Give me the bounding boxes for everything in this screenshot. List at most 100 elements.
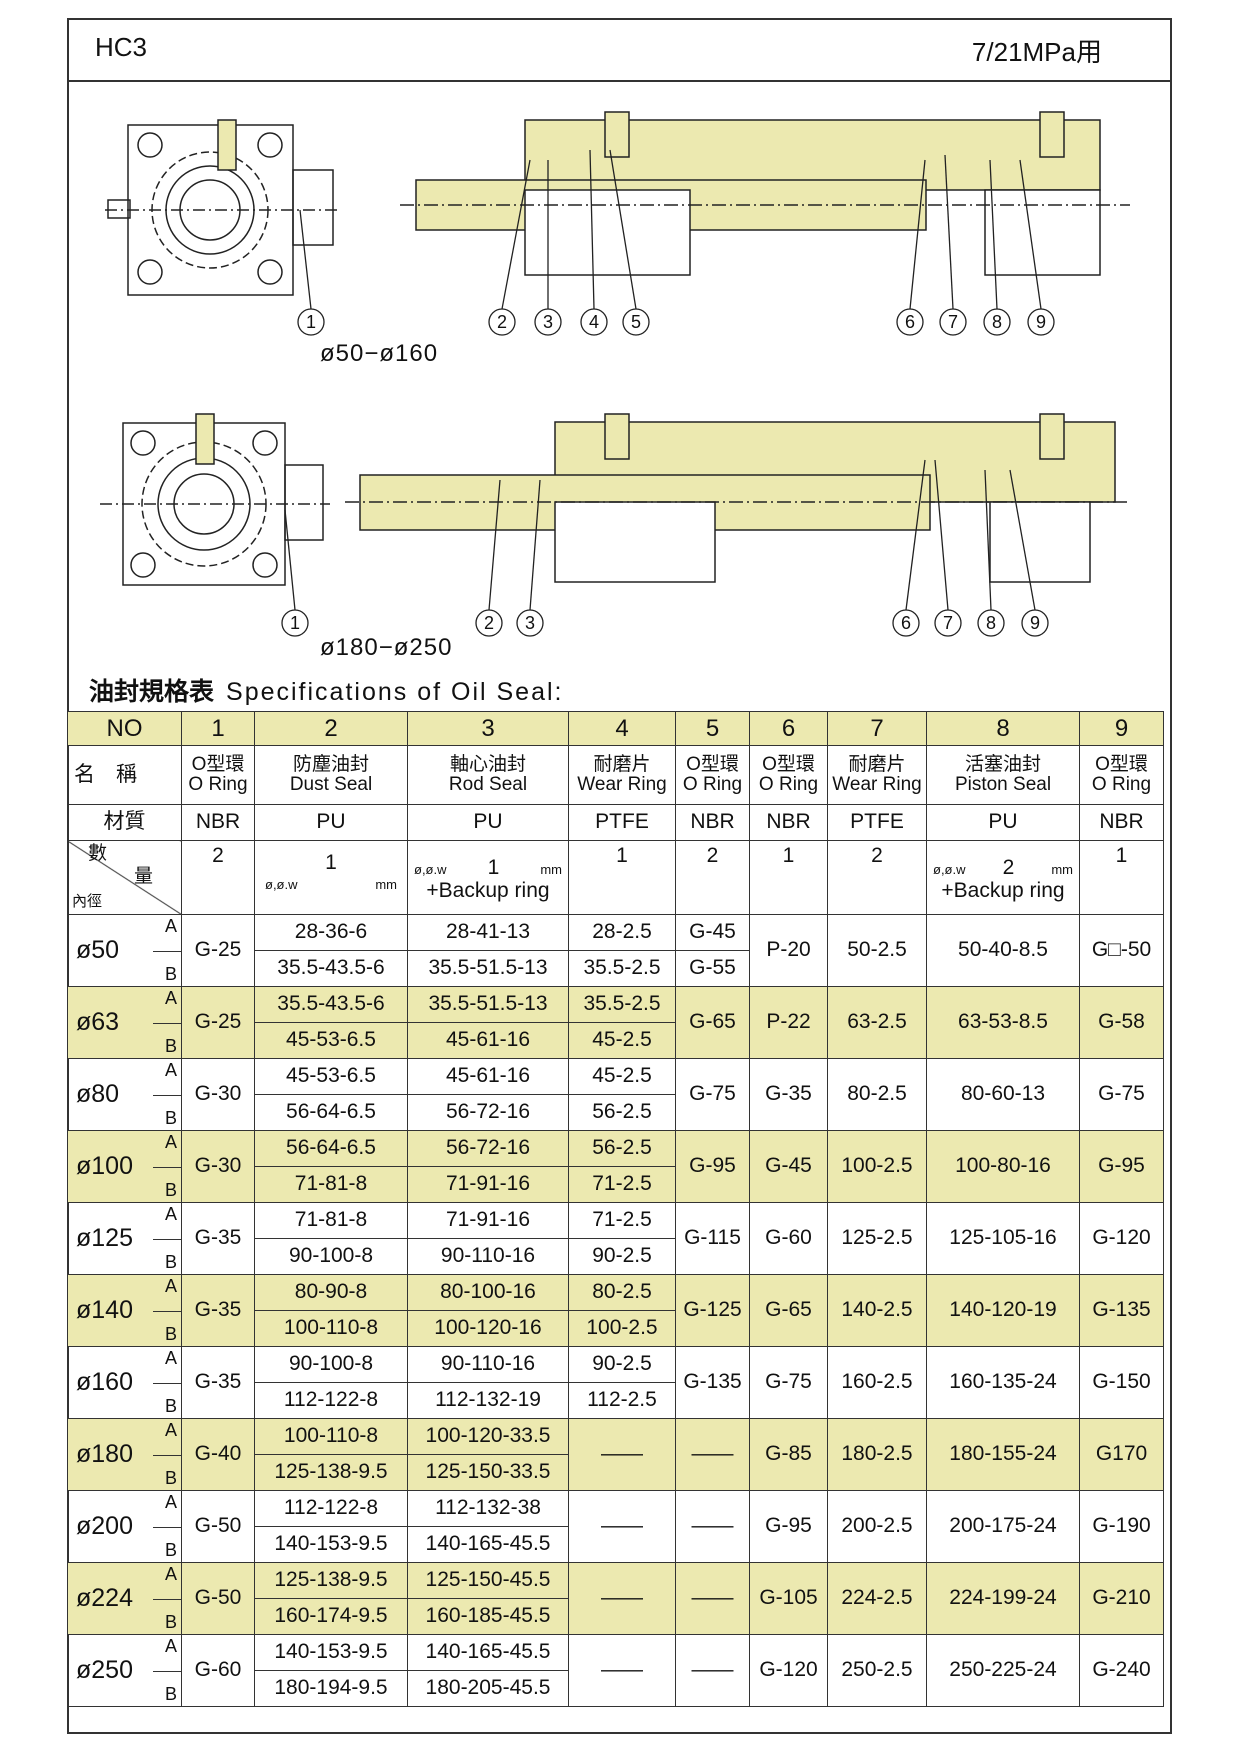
part-name-en: O Ring [1091, 774, 1152, 795]
range-label-small: ø50−ø160 [320, 340, 439, 367]
seal-size: —— [691, 1442, 734, 1466]
seal-size-b: 112-132-19 [435, 1388, 541, 1412]
callout-number: 8 [986, 613, 996, 633]
seal-size-b: 112-2.5 [587, 1388, 657, 1412]
seal-size-a: 71-91-16 [445, 1208, 531, 1232]
variant-b: B [164, 1540, 177, 1561]
seal-size: G-30 [194, 1082, 242, 1106]
spec-title-zh: 油封規格表 [89, 678, 215, 706]
seal-size-a: 140-165-45.5 [425, 1640, 551, 1664]
material-value: PU [473, 810, 503, 834]
qty-unit-prefix: ø,ø.w [414, 862, 447, 878]
qty-value: 1 [325, 850, 337, 874]
seal-size: 224-199-24 [949, 1586, 1057, 1610]
range-label-large: ø180−ø250 [320, 634, 453, 661]
seal-size: G-85 [765, 1442, 812, 1466]
seal-size: G-58 [1098, 1010, 1145, 1034]
part-name-zh: 軸心油封 [449, 754, 526, 776]
seal-size-a: 125-138-9.5 [274, 1568, 388, 1592]
callout-circle [1021, 609, 1049, 637]
qty-value: 2 [706, 844, 719, 867]
callout-number: 1 [306, 312, 316, 332]
name-label: 名 稱 [74, 762, 137, 786]
bore-size: ø200 [76, 1512, 133, 1541]
part-number: 7 [870, 714, 884, 742]
callout-circle [934, 609, 962, 637]
seal-size: G-75 [765, 1370, 812, 1394]
part-number: 3 [481, 714, 495, 742]
qty-unit: mm [1051, 862, 1073, 878]
seal-size-b: 125-150-33.5 [425, 1460, 551, 1484]
seal-size-b: 112-122-8 [283, 1388, 379, 1412]
qty-value: 2 [1002, 856, 1015, 880]
model-code: HC3 [95, 32, 148, 62]
qty-value: 1 [616, 844, 628, 867]
seal-size: 125-2.5 [841, 1226, 913, 1250]
seal-size: G-25 [194, 1010, 242, 1034]
seal-size: G-60 [194, 1658, 242, 1682]
seal-size-b: 100-110-8 [283, 1316, 379, 1340]
side-view-small [400, 111, 1130, 276]
variant-b: B [164, 1684, 177, 1705]
variant-a: A [164, 1492, 177, 1512]
seal-size: 200-2.5 [841, 1514, 913, 1538]
callout-number: 7 [943, 613, 953, 633]
qty-unit-prefix: ø,ø.w [265, 876, 298, 892]
leader-line [589, 149, 595, 310]
seal-size-b: 35.5-43.5-6 [277, 956, 385, 980]
seal-size-b: 100-120-16 [434, 1316, 542, 1340]
material-value: NBR [766, 810, 811, 834]
bore-size: ø250 [76, 1656, 133, 1685]
seal-size: G-35 [194, 1226, 242, 1250]
callout-number: 2 [497, 312, 507, 332]
seal-size-a: 80-100-16 [440, 1280, 536, 1304]
seal-size: 50-40-8.5 [958, 938, 1048, 962]
seal-size-b: 180-205-45.5 [425, 1676, 551, 1700]
seal-size: G-50 [194, 1514, 242, 1538]
part-name-zh: O型環 [1095, 754, 1148, 776]
callout-number: 6 [905, 312, 915, 332]
seal-size: G-210 [1092, 1586, 1151, 1610]
seal-size: —— [691, 1586, 734, 1610]
part-number: 9 [1114, 714, 1129, 742]
variant-b: B [164, 1252, 177, 1273]
qty-value: 1 [782, 844, 795, 867]
seal-size-a: 28-41-13 [445, 920, 531, 944]
seal-size: G-60 [765, 1226, 812, 1250]
callout-number: 1 [290, 613, 300, 633]
seal-size: G-65 [765, 1298, 812, 1322]
seal-size-b: 56-2.5 [592, 1100, 652, 1124]
seal-size: G-30 [194, 1154, 242, 1178]
seal-size-a: G-45 [689, 920, 736, 944]
seal-size: —— [601, 1586, 643, 1610]
seal-size-a: 90-110-16 [440, 1352, 536, 1376]
part-name-en: Rod Seal [448, 774, 528, 795]
part-name-en: Piston Seal [954, 774, 1052, 795]
seal-size-b: 35.5-51.5-13 [428, 956, 548, 980]
bore-size: ø125 [76, 1224, 133, 1253]
seal-size: 100-2.5 [841, 1154, 913, 1178]
seal-size-a: 140-153-9.5 [274, 1640, 388, 1664]
qty-unit: mm [375, 876, 397, 892]
part-name-zh: 防塵油封 [292, 754, 369, 776]
variant-a: A [164, 1276, 177, 1296]
seal-size: G-135 [1092, 1298, 1151, 1322]
seal-size: 180-2.5 [841, 1442, 913, 1466]
part-name-en: O Ring [188, 774, 248, 795]
seal-size: P-20 [766, 938, 811, 962]
seal-size: P-22 [766, 1010, 811, 1034]
seal-size: 200-175-24 [949, 1514, 1057, 1538]
material-value: NBR [690, 810, 735, 834]
leader-line [529, 479, 541, 611]
qty-value: 2 [212, 844, 224, 867]
